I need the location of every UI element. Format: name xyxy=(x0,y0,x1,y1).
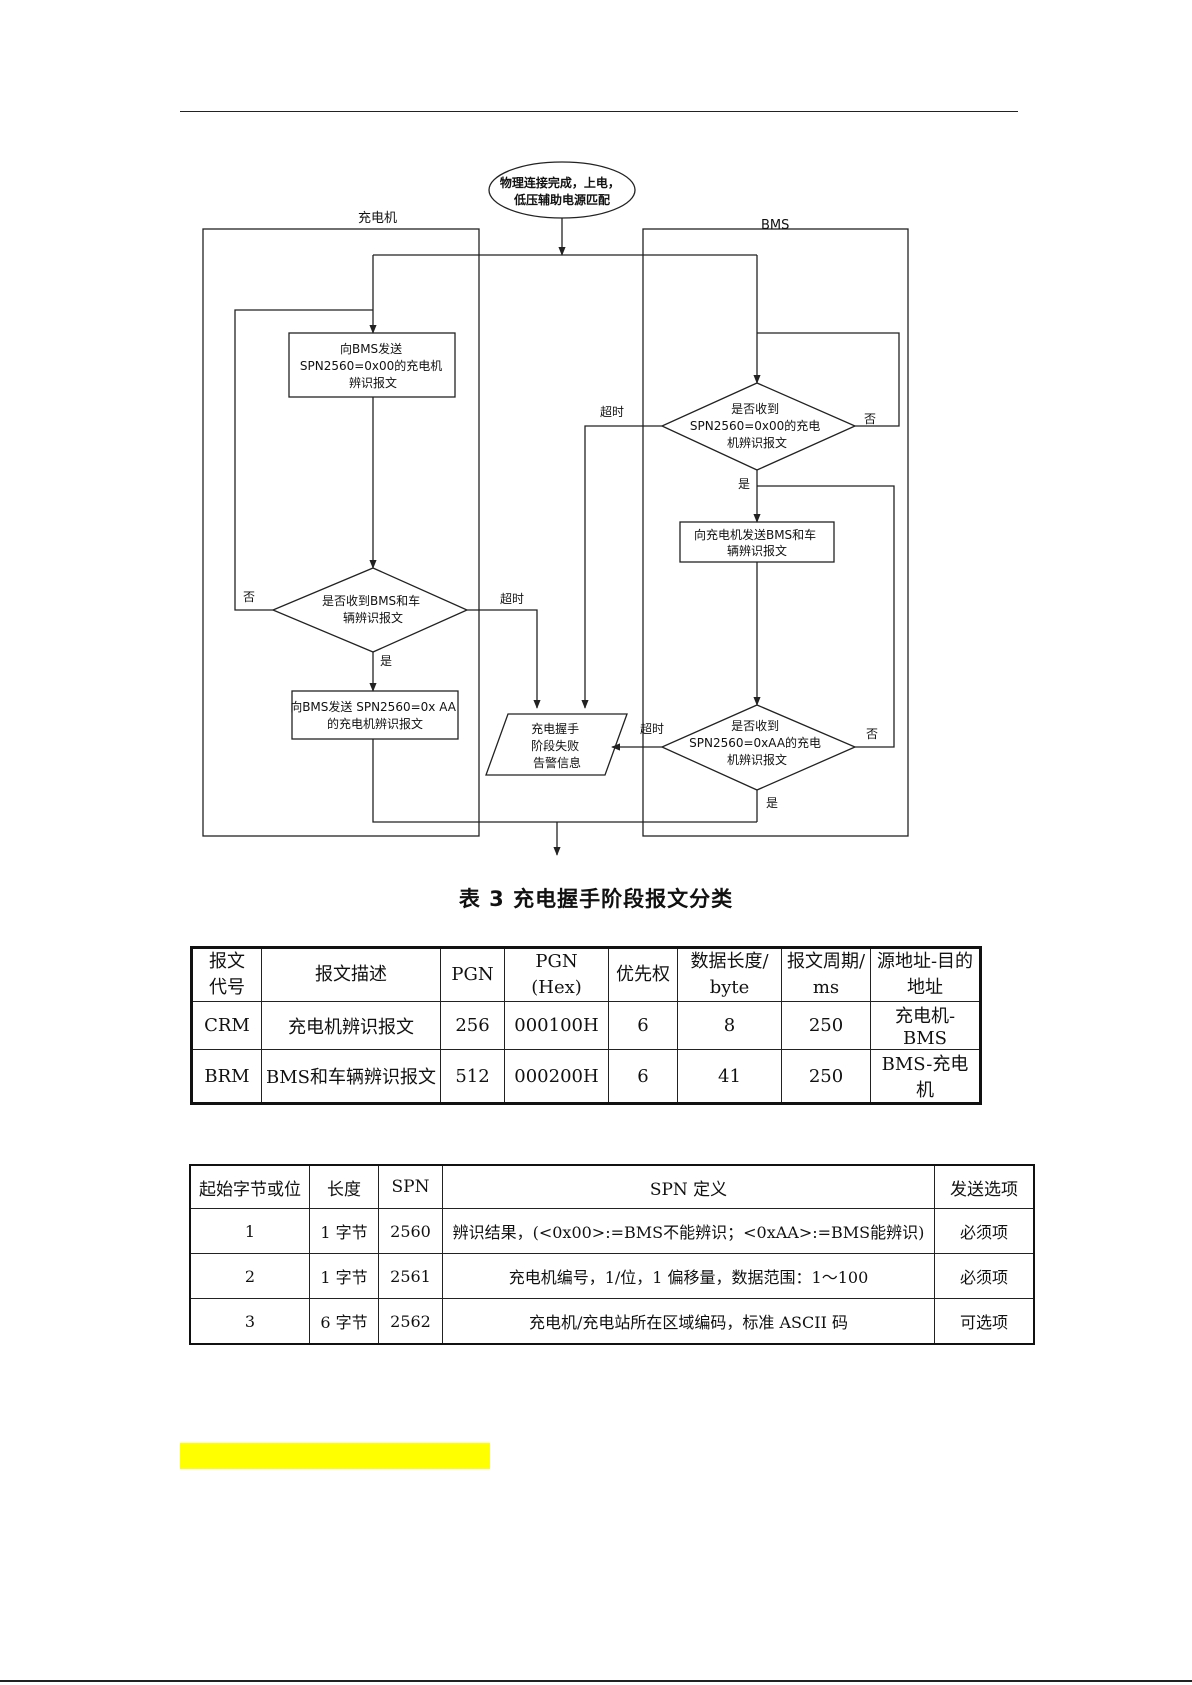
t3-cell: 250 xyxy=(781,1001,871,1050)
t3-cell: BMS-充电机 xyxy=(870,1049,981,1104)
table-row: 1 1 字节 2560 辨识结果，(<0x00>:=BMS不能辨识；<0xAA>… xyxy=(189,1208,1035,1254)
table3-caption: 表 3 充电握手阶段报文分类 xyxy=(458,887,734,911)
start-node-text: 物理连接完成，上电， 低压辅助电源匹配 xyxy=(500,175,624,207)
t4-cell: 可选项 xyxy=(934,1298,1035,1345)
t4-cell: 2 xyxy=(189,1253,310,1299)
t4-cell: 1 字节 xyxy=(309,1253,379,1299)
t3-cell: 000100H xyxy=(504,1001,609,1050)
c-decision-brm-text: 是否收到BMS和车 辆辨识报文 xyxy=(322,593,424,625)
b1-no-label: 否 xyxy=(864,412,876,426)
t4-header-start: 起始字节或位 xyxy=(189,1164,310,1209)
table4-header-row: 起始字节或位 长度 SPN SPN 定义 发送选项 xyxy=(189,1164,1035,1209)
t4-cell: 2562 xyxy=(378,1298,443,1345)
t4-cell: 1 字节 xyxy=(309,1208,379,1254)
t3-cell: 8 xyxy=(677,1001,782,1050)
c-send-crm00-box xyxy=(288,332,456,398)
c-yes-label: 是 xyxy=(380,654,392,668)
t3-header-pgn-hex: PGN(Hex) xyxy=(504,947,609,1002)
t3-cell: 000200H xyxy=(504,1049,609,1104)
c-send-crm00-text: 向BMS发送 SPN2560=0x00的充电机 辨识报文 xyxy=(300,341,446,390)
handshake-flowchart: 充电机 BMS 物理连接完成，上电， 低压辅助电源匹配 向BMS发送 SPN25… xyxy=(202,161,909,856)
t4-header-length: 长度 xyxy=(309,1164,379,1209)
fail-alarm-shape xyxy=(485,713,628,776)
t3-cell: BMS和车辆辨识报文 xyxy=(261,1049,441,1104)
t3-header-pgn: PGN xyxy=(440,947,505,1002)
t3-cell: 41 xyxy=(677,1049,782,1104)
t4-cell: 3 xyxy=(189,1298,310,1345)
t3-cell: 512 xyxy=(440,1049,505,1104)
table-row: 3 6 字节 2562 充电机/充电站所在区域编码，标准 ASCII 码 可选项 xyxy=(189,1298,1035,1345)
table3-header-row: 报文代号 报文描述 PGN PGN(Hex) 优先权 数据长度/byte 报文周… xyxy=(191,947,981,1002)
b1-yes-label: 是 xyxy=(738,477,750,491)
b1-timeout-label: 超时 xyxy=(600,404,624,419)
b2-timeout-label: 超时 xyxy=(640,721,664,736)
start-node-shape xyxy=(488,161,636,219)
header-rule xyxy=(180,111,1018,112)
spn-definition-table: 起始字节或位 长度 SPN SPN 定义 发送选项 1 1 字节 2560 辨识… xyxy=(189,1164,1035,1345)
t4-cell: 6 字节 xyxy=(309,1298,379,1345)
bms-lane-label: BMS xyxy=(761,218,789,233)
t4-cell: 必须项 xyxy=(934,1253,1035,1299)
c-timeout-label: 超时 xyxy=(500,591,524,606)
t4-cell: 2561 xyxy=(378,1253,443,1299)
b-decision-crmaa-text: 是否收到 SPN2560=0xAA的充电 机辨识报文 xyxy=(689,719,825,767)
t4-cell: 2560 xyxy=(378,1208,443,1254)
b-decision-crm00-text: 是否收到 SPN2560=0x00的充电 机辨识报文 xyxy=(690,402,824,450)
t4-cell: 充电机/充电站所在区域编码，标准 ASCII 码 xyxy=(442,1298,935,1345)
fail-alarm-text: 充电握手 阶段失败 告警信息 xyxy=(531,721,583,770)
b2-no-label: 否 xyxy=(866,727,878,741)
t3-header-period: 报文周期/ms xyxy=(781,947,871,1002)
t4-cell: 充电机编号，1/位，1 偏移量，数据范围：1～100 xyxy=(442,1253,935,1299)
t3-cell: 256 xyxy=(440,1001,505,1050)
t3-header-length: 数据长度/byte xyxy=(677,947,782,1002)
t3-cell: 充电机辨识报文 xyxy=(261,1001,441,1050)
t3-cell: 6 xyxy=(608,1001,678,1050)
t3-cell: 6 xyxy=(608,1049,678,1104)
table-row: BRM BMS和车辆辨识报文 512 000200H 6 41 250 BMS-… xyxy=(191,1049,981,1104)
t3-header-desc: 报文描述 xyxy=(261,947,441,1002)
t3-cell: BRM xyxy=(191,1049,262,1104)
bms-lane-frame xyxy=(642,228,909,837)
footer-rule xyxy=(0,1680,1192,1682)
t3-header-code: 报文代号 xyxy=(191,947,262,1002)
t4-header-option: 发送选项 xyxy=(934,1164,1035,1209)
table-row: CRM 充电机辨识报文 256 000100H 6 8 250 充电机-BMS xyxy=(191,1001,981,1050)
b2-yes-label: 是 xyxy=(766,796,778,810)
t3-header-priority: 优先权 xyxy=(608,947,678,1002)
c-decision-brm-shape xyxy=(271,567,469,653)
c-no-label: 否 xyxy=(243,590,255,604)
t3-cell: CRM xyxy=(191,1001,262,1050)
t3-cell: 充电机-BMS xyxy=(870,1001,981,1050)
charger-lane-label: 充电机 xyxy=(358,210,397,226)
charger-lane-frame xyxy=(202,228,480,837)
c-send-crmaa-box xyxy=(291,690,459,740)
t4-header-definition: SPN 定义 xyxy=(442,1164,935,1209)
t4-cell: 必须项 xyxy=(934,1208,1035,1254)
t4-header-spn: SPN xyxy=(378,1164,443,1209)
message-classification-table: 报文代号 报文描述 PGN PGN(Hex) 优先权 数据长度/byte 报文周… xyxy=(190,946,982,1105)
t4-cell: 1 xyxy=(189,1208,310,1254)
t4-cell: 辨识结果，(<0x00>:=BMS不能辨识；<0xAA>:=BMS能辨识) xyxy=(442,1208,935,1254)
table-row: 2 1 字节 2561 充电机编号，1/位，1 偏移量，数据范围：1～100 必… xyxy=(189,1253,1035,1299)
b-send-brm-text: 向充电机发送BMS和车 辆辨识报文 xyxy=(694,527,820,558)
c-send-crmaa-text: 向BMS发送 SPN2560=0x AA 的充电机辨识报文 xyxy=(290,699,460,731)
t3-header-address: 源地址-目的地址 xyxy=(870,947,981,1002)
t3-cell: 250 xyxy=(781,1049,871,1104)
yellow-highlight-bar xyxy=(180,1443,490,1469)
